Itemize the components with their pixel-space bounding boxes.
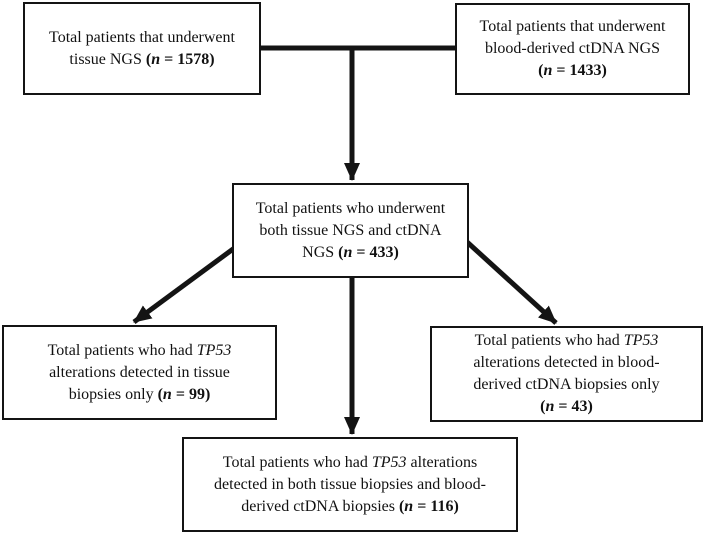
text-segment: TP53 xyxy=(623,332,659,349)
text-segment: Total patients that underwent blood-deri… xyxy=(479,18,666,57)
text-segment: Total patients who underwent both tissue… xyxy=(255,199,446,261)
box-ctdna-ngs-total-text: Total patients that underwent blood-deri… xyxy=(469,16,676,82)
text-segment: ( xyxy=(540,398,546,415)
text-segment: n xyxy=(343,243,353,261)
box-tissue-ngs-total-text: Total patients that underwent tissue NGS… xyxy=(37,27,247,71)
text-segment: Total patients who had xyxy=(474,332,624,349)
text-segment: alterations detected in tissue biopsies … xyxy=(49,363,230,403)
text-segment: ( xyxy=(145,50,152,68)
box-tissue-ngs-total: Total patients that underwent tissue NGS… xyxy=(23,2,261,95)
text-segment: = 1433) xyxy=(552,62,607,79)
text-segment: Total patients who had xyxy=(47,341,197,359)
arrow-to-ctdna-only xyxy=(453,229,558,325)
text-segment: alterations detected in blood-derived ct… xyxy=(473,354,660,393)
box-both-ngs: Total patients who underwent both tissue… xyxy=(232,183,469,278)
text-segment: n xyxy=(151,50,161,68)
box-ctdna-only-text: Total patients who had TP53 alterations … xyxy=(463,330,670,418)
text-segment: ( xyxy=(398,497,405,515)
text-segment: TP53 xyxy=(371,453,407,471)
text-segment: n xyxy=(545,398,555,415)
text-segment: = 433) xyxy=(352,243,399,261)
text-segment: n xyxy=(543,62,553,79)
box-both-biopsies: Total patients who had TP53 alterations … xyxy=(182,437,518,532)
text-segment: ( xyxy=(338,243,344,261)
box-ctdna-only: Total patients who had TP53 alterations … xyxy=(430,326,703,422)
text-segment: n xyxy=(404,497,414,515)
box-tissue-only: Total patients who had TP53 alterations … xyxy=(2,325,277,420)
text-segment: n xyxy=(162,385,172,403)
text-segment: Total patients who had xyxy=(222,453,372,471)
text-segment: = 116) xyxy=(413,497,459,515)
text-segment: alterations detected in both tissue biop… xyxy=(214,453,486,515)
box-ctdna-ngs-total: Total patients that underwent blood-deri… xyxy=(455,3,690,95)
text-segment: = 43) xyxy=(554,398,593,415)
text-segment: ( xyxy=(157,385,163,403)
text-segment: = 1578) xyxy=(160,50,215,68)
box-both-biopsies-text: Total patients who had TP53 alterations … xyxy=(200,452,500,518)
text-segment: TP53 xyxy=(196,341,232,359)
text-segment: = 99) xyxy=(171,385,211,403)
arrow-to-tissue-only xyxy=(132,235,250,325)
text-segment: ( xyxy=(538,62,544,79)
text-segment: Total patients that underwent tissue NGS xyxy=(49,28,235,68)
box-tissue-only-text: Total patients who had TP53 alterations … xyxy=(34,340,245,406)
box-both-ngs-text: Total patients who underwent both tissue… xyxy=(246,198,455,264)
